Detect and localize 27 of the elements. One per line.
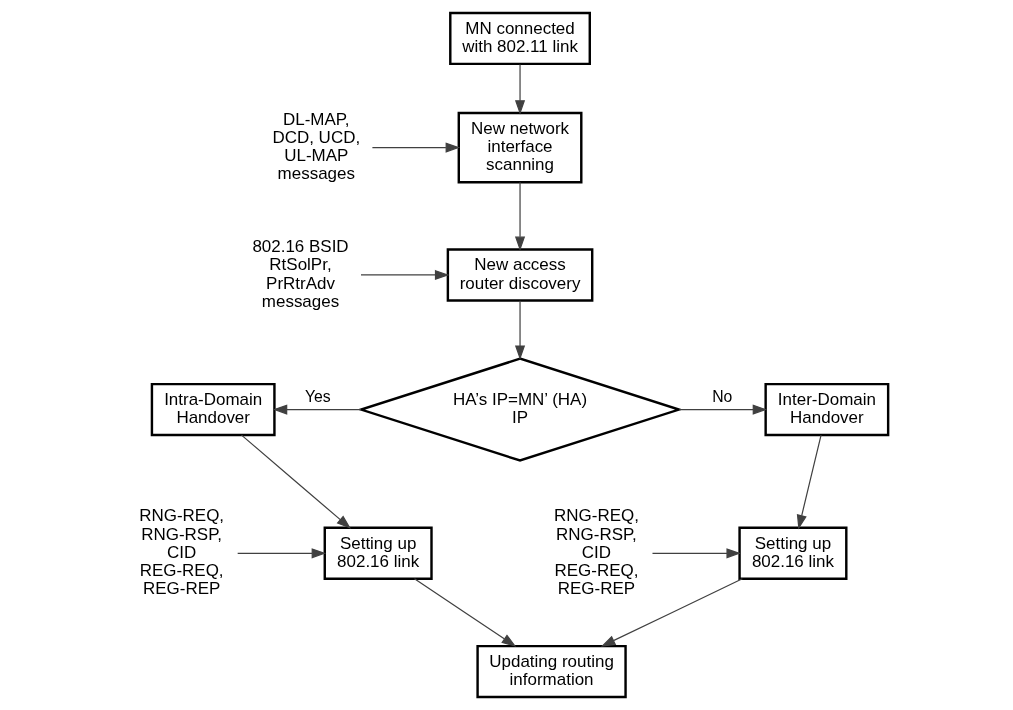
node-box: New access router discovery [446,248,593,302]
arrow [600,578,743,647]
edge-label: Yes [304,387,331,405]
arrow [236,548,326,559]
arrow [514,181,525,252]
arrow [272,404,361,415]
arrow [514,63,525,115]
arrow [413,578,516,647]
node-box: Setting up 802.16 link [737,526,847,580]
node-box: MN connected with 802.11 link [448,11,591,66]
node-box: Setting up 802.16 link [323,526,433,580]
node-box: New network interface scanning [457,111,582,184]
node-text: DL-MAP, DCD, UCD, UL-MAP messages [271,109,360,184]
arrow [651,548,741,559]
arrow [359,269,449,281]
node-text: 802.16 BSID RtSolPr, PrRtrAdv messages [251,237,349,311]
arrow [796,434,822,530]
node-box: Updating routing information [475,644,627,699]
edge-label: No [711,387,732,405]
arrow [514,300,525,361]
node-text: RNG-REQ, RNG-RSP, CID REG-REQ, REG-REP [553,506,639,599]
node-box: Inter-Domain Handover [763,382,889,437]
node-box: Intra-Domain Handover [150,382,276,437]
arrow [240,434,351,529]
arrow [678,404,767,415]
node-text: RNG-REQ, RNG-RSP, CID REG-REQ, REG-REP [138,506,224,599]
arrow [371,142,460,153]
